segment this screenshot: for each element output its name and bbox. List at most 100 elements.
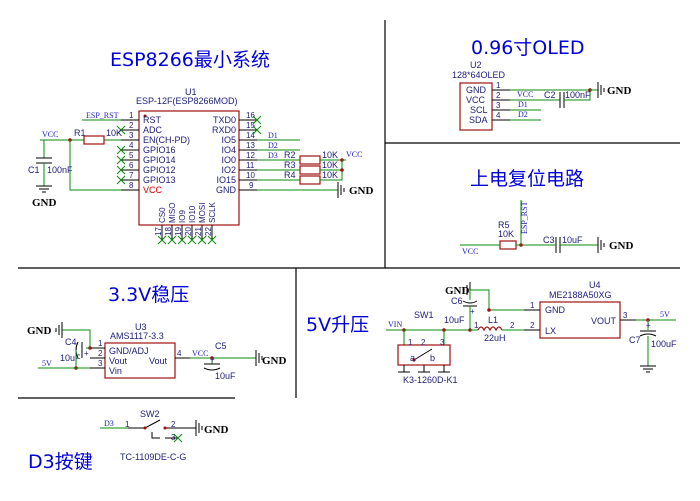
c5-ref: C5 [215,341,227,351]
reset-circuit: VCC R5 10K ESP_RST C3 10uF GND [460,200,634,256]
esp-pin-name: MISO [168,203,177,223]
c1-ref: C1 [28,165,40,175]
oled-part: 128*64OLED [452,70,506,80]
svg-text:+: + [646,321,651,330]
esp-pin-name: GPIO13 [143,175,176,185]
esp-pin-name: IO15 [216,175,236,185]
ldo-pin-name: Vout [149,356,168,366]
sw1-pin-num: 3 [440,338,445,347]
esp-pin-name: SCLK [208,201,217,223]
esp-pin-name-vcc: VCC [143,185,163,195]
sw1-part: K3-1260D-K1 [403,375,458,385]
pin1-marker [143,114,147,118]
c5-value: 10uF [215,371,236,381]
boost-pin-num: 3 [623,311,628,320]
ldo-pin-name: Vin [109,366,122,376]
boost-pin-name: GND [545,305,566,315]
sw1-ref: SW1 [414,310,434,320]
esp-pin-num: 16 [246,111,255,120]
gnd-label: GND [609,240,634,252]
esp-pin-num: 11 [246,161,255,170]
r4-value: 10K [322,170,338,180]
esp-pin-num: 3 [129,131,134,140]
esp-body [138,110,240,226]
gnd-label: GND [445,285,470,297]
oled-module: U2 128*64OLED GND VCC SCL SDA 1 2 3 4 VC… [452,60,632,131]
net-esp-rst: ESP_RST [86,111,119,120]
sw1-body [397,344,451,366]
net-vcc-esp: VCC [42,130,58,139]
esp-pin-num: 21 [194,227,203,236]
r1-ref: R1 [74,128,86,138]
ground-symbol [597,237,605,253]
ldo-part: AMS1117-3.3 [110,331,164,341]
sw2-part: TC-1109DE-C-G [120,452,186,462]
esp-pin-num: 18 [164,227,173,236]
r2-value: 10K [322,150,338,160]
net-d3-key: D3 [104,419,114,428]
r2-ref: R2 [284,150,296,160]
oled-pin-name: SDA [469,115,488,125]
r4-resistor [299,175,321,185]
esp-pin-name: GPIO16 [143,145,176,155]
oled-pin-name: VCC [466,95,486,105]
esp-pin-name: CS0 [158,207,167,223]
esp-pin-name: RST [143,115,162,125]
esp-pin-name: IO5 [221,135,236,145]
title-reset: 上电复位电路 [470,168,584,190]
net-vcc-pullup: VCC [346,150,362,159]
c3-value: 10uF [562,235,583,245]
ldo-pin-num: 4 [177,349,182,358]
no-connect-marks [116,115,262,245]
esp-pin-name: GPIO12 [143,165,176,175]
net-vcc-ldo: VCC [192,349,208,358]
esp-part: ESP-12F(ESP8266MOD) [136,96,238,106]
r3-ref: R3 [284,160,296,170]
boost-part: ME2188A50XG [549,290,612,300]
esp-pin-name: GND [216,185,237,195]
esp-pin-name: IO0 [221,155,236,165]
boost-pin-num: 1 [530,301,535,310]
esp-ref: U1 [185,87,197,97]
esp-pin-num: 20 [184,227,193,236]
ground-symbol [597,82,605,98]
sw1-pin-num: 1 [408,338,413,347]
gnd-label: GND [27,325,52,337]
ldo-pin-name: Vout [109,356,128,366]
net-d1-oled: D1 [518,100,528,109]
esp-pin-name: GPIO14 [143,155,176,165]
boost-pin-name: LX [545,326,556,336]
net-d3: D3 [268,151,278,160]
oled-pin-name: SCL [470,105,488,115]
esp-module: U1 ESP-12F(ESP8266MOD) 1 2 3 4 5 [28,87,374,245]
net-d1: D1 [268,131,278,140]
boost-circuit: U4 ME2188A50XG GND LX VOUT 1 2 3 GND C6 … [386,280,677,385]
esp-pin-num: 7 [129,171,134,180]
c4-value: 10uF [60,353,81,363]
oled-body [459,82,493,131]
net-esp-rst-reset: ESP_RST [520,201,529,234]
net-vcc-reset: VCC [462,247,478,256]
sw2-pin-num: 2 [171,420,176,429]
svg-text:+: + [210,355,215,364]
svg-text:+: + [84,349,89,358]
esp-pin-num: 4 [129,141,134,150]
oled-pin-num: 2 [496,91,501,100]
net-5v-boost: 5V [660,310,670,319]
r3-value: 10K [322,160,338,170]
r1-value: 10K [106,128,122,138]
esp-pin-num: 10 [246,171,255,180]
title-key: D3按键 [28,451,93,473]
title-boost: 5V升压 [306,314,369,336]
oled-pin-num: 3 [496,101,501,110]
r5-resistor [499,240,517,250]
gnd-label: GND [349,185,374,197]
sw1-pin-num: 2 [421,338,426,347]
boost-pin-name: VOUT [591,316,617,326]
sw1-label-b: b [430,353,435,363]
sw2-pin-num: 1 [125,420,130,429]
sw2-ref: SW2 [140,409,160,419]
c6-value: 10uF [444,315,465,325]
esp-pin-name: RXD0 [212,125,236,135]
esp-pin-num: 15 [246,121,255,130]
